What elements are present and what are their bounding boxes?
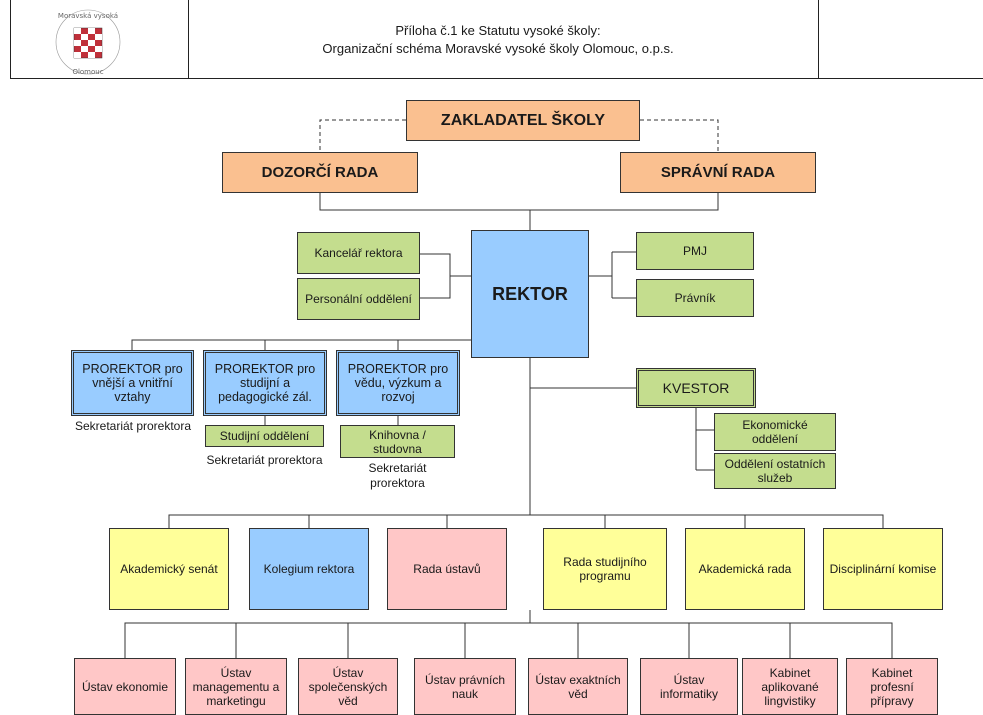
kabinet-lingvistiky-box: Kabinet aplikované lingvistiky <box>742 658 838 715</box>
prorektor-veda-box: PROREKTOR pro vědu, výzkum a rozvoj <box>336 350 460 416</box>
kvestor-box: KVESTOR <box>636 368 756 408</box>
dozorci-rada-box: DOZORČÍ RADA <box>222 152 418 193</box>
kancelar-rektora-box: Kancelář rektora <box>297 232 420 274</box>
svg-text:Moravská vysoká: Moravská vysoká <box>58 12 118 20</box>
header-title: Příloha č.1 ke Statutu vysoké školy: Org… <box>188 22 808 58</box>
rada-ustavu-box: Rada ústavů <box>387 528 507 610</box>
sekretariat-prorektora-2: Sekretariát prorektora <box>206 453 323 467</box>
sekretariat-prorektora-3: Sekretariát prorektora <box>368 461 427 490</box>
studijni-oddeleni-box: Studijní oddělení <box>205 425 324 447</box>
kolegium-rektora-box: Kolegium rektora <box>249 528 369 610</box>
header-title-line-2: Organizační schéma Moravské vysoké školy… <box>322 41 674 56</box>
rektor-box: REKTOR <box>471 230 589 358</box>
disciplinarni-komise-box: Disciplinární komise <box>823 528 943 610</box>
ustav-ekonomie-box: Ústav ekonomie <box>74 658 176 715</box>
pmj-box: PMJ <box>636 232 754 270</box>
ustav-informatiky-box: Ústav informatiky <box>640 658 738 715</box>
ekonomicke-oddeleni-box: Ekonomické oddělení <box>714 413 836 451</box>
ustav-pravnich-nauk-box: Ústav právních nauk <box>414 658 516 715</box>
kabinet-pripravy-box: Kabinet profesní přípravy <box>846 658 938 715</box>
ustav-managementu-box: Ústav managementu a marketingu <box>185 658 287 715</box>
prorektor-vztahy-box: PROREKTOR pro vnější a vnitřní vztahy <box>71 350 194 416</box>
sekretariat-prorektora-1: Sekretariát prorektora <box>74 419 192 433</box>
akademicka-rada-box: Akademická rada <box>685 528 805 610</box>
school-logo: Moravská vysoká Olomouc <box>55 9 121 76</box>
header-title-line-1: Příloha č.1 ke Statutu vysoké školy: <box>395 23 601 38</box>
spravni-rada-box: SPRÁVNÍ RADA <box>620 152 816 193</box>
ustav-exaktnich-ved-box: Ústav exaktních věd <box>528 658 628 715</box>
prorektor-studijni-box: PROREKTOR pro studijní a pedagogické zál… <box>203 350 327 416</box>
knihovna-box: Knihovna / studovna <box>340 425 455 458</box>
pravnik-box: Právník <box>636 279 754 317</box>
svg-text:Olomouc: Olomouc <box>72 68 103 76</box>
ustav-spolecenskych-ved-box: Ústav společenských věd <box>298 658 398 715</box>
personalni-oddeleni-box: Personální oddělení <box>297 278 420 320</box>
akademicky-senat-box: Akademický senát <box>109 528 229 610</box>
header-left-border <box>10 0 11 78</box>
rada-studijniho-programu-box: Rada studijního programu <box>543 528 667 610</box>
header-divider-left <box>188 0 189 78</box>
oddeleni-sluzeb-box: Oddělení ostatních služeb <box>714 453 836 489</box>
document-header <box>10 0 983 79</box>
zakladatel-box: ZAKLADATEL ŠKOLY <box>406 100 640 141</box>
header-divider-right <box>818 0 819 78</box>
